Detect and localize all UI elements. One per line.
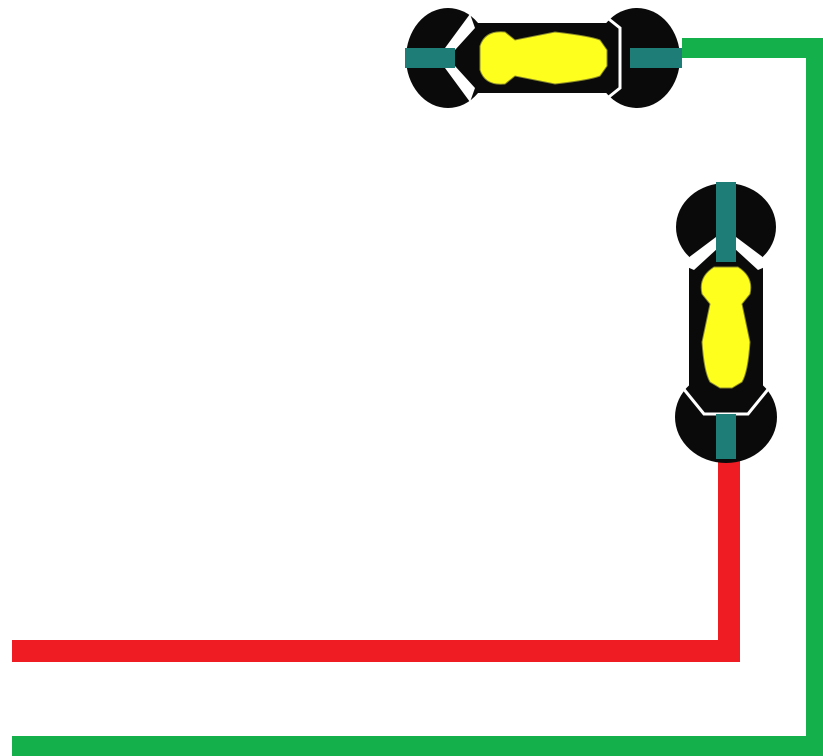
car-right-icon (675, 182, 777, 463)
red-path-line (12, 455, 740, 662)
car-top-icon (405, 8, 682, 108)
green-path-line (12, 38, 823, 756)
